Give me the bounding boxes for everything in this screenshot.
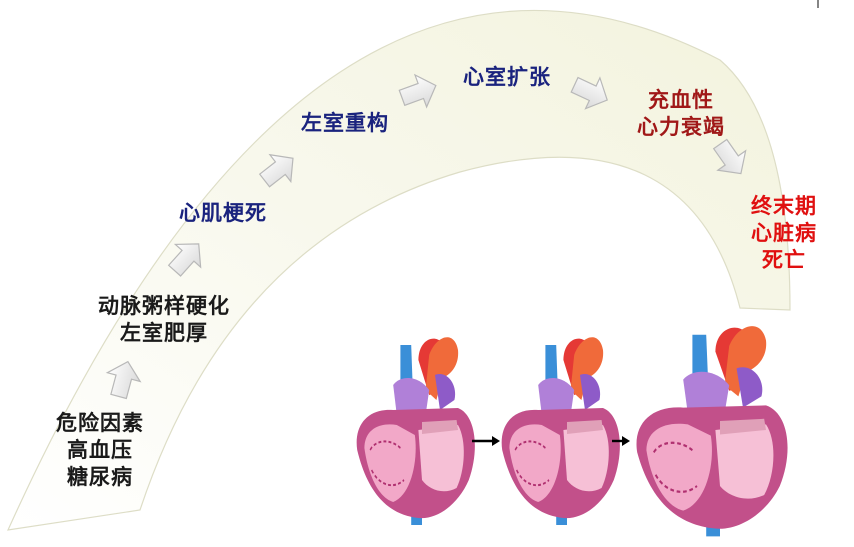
black-arrow-icon: [472, 436, 500, 446]
black-arrow-icon: [612, 436, 630, 446]
stage-myocardial-infarction: 心肌梗死: [168, 200, 278, 227]
stage-line: 心脏病: [751, 221, 817, 245]
heart-illustration: [500, 336, 621, 526]
stage-line: 高血压: [67, 438, 133, 462]
stage-end-stage-death: 终末期 心脏病 死亡: [736, 193, 832, 274]
progression-arc-band: [6, 9, 791, 531]
stage-line: 糖尿病: [67, 465, 133, 489]
heart-illustration: [635, 325, 789, 538]
stage-heart-failure: 充血性 心力衰竭: [626, 87, 736, 141]
stage-atherosclerosis: 动脉粥样硬化 左室肥厚: [86, 293, 242, 347]
stage-ventricular-remodeling: 左室重构: [290, 110, 400, 137]
stage-line: 终末期: [751, 194, 817, 218]
stage-line: 充血性: [648, 88, 714, 112]
stage-line: 心力衰竭: [637, 115, 725, 139]
stage-line: 左室肥厚: [120, 321, 208, 345]
heart-illustration: [355, 336, 476, 526]
stage-ventricular-dilation: 心室扩张: [452, 64, 562, 91]
stage-line: 心室扩张: [463, 65, 551, 89]
stage-line: 死亡: [762, 248, 806, 272]
stage-line: 动脉粥样硬化: [98, 294, 230, 318]
stage-line: 危险因素: [56, 411, 144, 435]
stage-line: 心肌梗死: [179, 201, 267, 225]
stage-line: 左室重构: [301, 111, 389, 135]
stage-risk-factors: 危险因素 高血压 糖尿病: [45, 410, 155, 491]
